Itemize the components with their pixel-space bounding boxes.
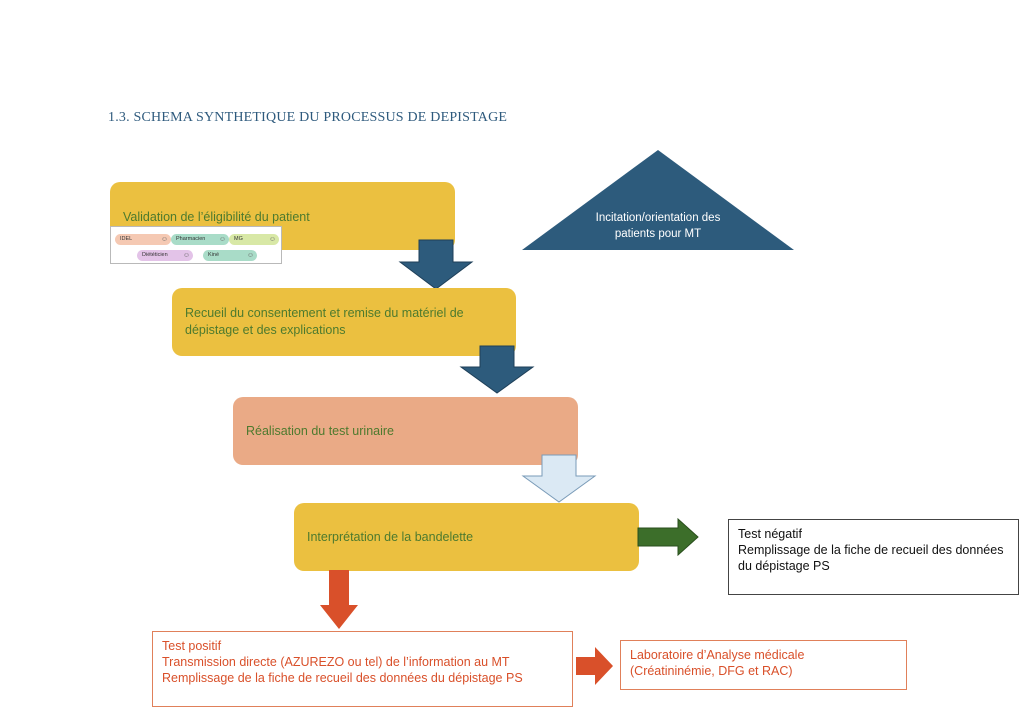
pill-kine-label: Kiné [208, 252, 220, 258]
pill-pharmacien: Pharmacien ☺ [171, 234, 229, 245]
person-icon: ☺ [246, 252, 254, 259]
lab-title: Laboratoire d’Analyse médicale [630, 648, 805, 662]
negative-result-box: Test négatif Remplissage de la fiche de … [728, 519, 1019, 595]
section-heading: 1.3. SCHEMA SYNTHETIQUE DU PROCESSUS DE … [108, 110, 508, 125]
pill-mg: MG ☺ [229, 234, 279, 245]
down-arrow-2 [459, 345, 535, 394]
pill-pharmacien-label: Pharmacien [176, 236, 206, 242]
down-arrow-positive [320, 570, 358, 629]
right-arrow-negative [637, 518, 699, 556]
person-icon: ☺ [268, 236, 276, 243]
positive-form: Remplissage de la fiche de recueil des d… [162, 671, 523, 685]
laboratory-box: Laboratoire d’Analyse médicale (Créatini… [620, 640, 907, 690]
step-consent: Recueil du consentement et remise du mat… [172, 288, 516, 356]
right-arrow-lab [576, 647, 613, 685]
professionals-legend: IDEL ☺ Pharmacien ☺ MG ☺ Diététicien ☺ K… [110, 226, 282, 264]
positive-title: Test positif [162, 639, 222, 653]
step-consent-label: Recueil du consentement et remise du mat… [185, 306, 464, 337]
positive-result-box: Test positif Transmission directe (AZURE… [152, 631, 573, 707]
person-icon: ☺ [218, 236, 226, 243]
lab-tests: (Créatininémie, DFG et RAC) [630, 664, 793, 678]
pill-kine: Kiné ☺ [203, 250, 257, 261]
orientation-triangle [522, 150, 794, 250]
positive-transmission: Transmission directe (AZUREZO ou tel) de… [162, 655, 510, 669]
step-interpretation-label: Interprétation de la bandelette [307, 529, 474, 544]
step-eligibility-label: Validation de l’éligibilité du patient [123, 210, 310, 224]
down-arrow-1 [398, 239, 474, 290]
step-urine-test: Réalisation du test urinaire [233, 397, 578, 465]
down-arrow-3 [521, 454, 597, 503]
pill-idel-label: IDEL [120, 236, 133, 242]
pill-dieteticien: Diététicien ☺ [137, 250, 193, 261]
person-icon: ☺ [182, 252, 190, 259]
pill-dieteticien-label: Diététicien [142, 252, 168, 258]
step-interpretation: Interprétation de la bandelette [294, 503, 639, 571]
person-icon: ☺ [160, 236, 168, 243]
step-urine-test-label: Réalisation du test urinaire [246, 423, 394, 438]
orientation-text: Incitation/orientation des patients pour… [595, 212, 721, 240]
pill-mg-label: MG [234, 236, 243, 242]
pill-idel: IDEL ☺ [115, 234, 171, 245]
negative-title: Test négatif [738, 527, 802, 541]
negative-description: Remplissage de la fiche de recueil des d… [738, 543, 1004, 573]
